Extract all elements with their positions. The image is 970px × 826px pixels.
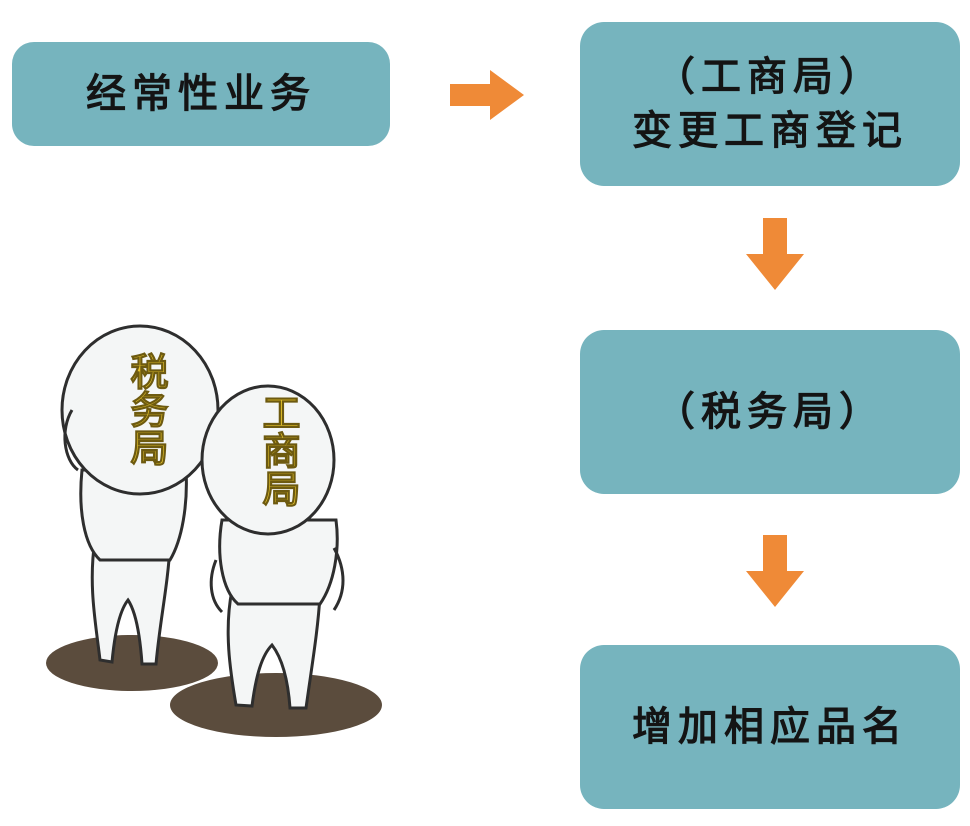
tax-bureau-box: （税务局）: [580, 330, 960, 494]
industry-commerce-title: （工商局）: [655, 54, 885, 100]
tax-bureau-figure: [60, 324, 220, 666]
left-figure-shadow: [46, 635, 218, 691]
arrow-down-icon: [746, 218, 804, 290]
tax-bureau-label: （税务局）: [655, 389, 885, 435]
cartoon-figures: [46, 324, 382, 737]
industry-commerce-box: （工商局） 变更工商登记: [580, 22, 960, 186]
industry-commerce-head-label: 工商局: [256, 393, 301, 508]
tax-bureau-head-label: 税务局: [124, 352, 169, 467]
arrow-down-icon: [746, 535, 804, 607]
add-items-label: 增加相应品名: [632, 704, 908, 750]
daily-business-label: 经常性业务: [86, 71, 316, 117]
add-items-box: 增加相应品名: [580, 645, 960, 809]
daily-business-box: 经常性业务: [12, 42, 390, 146]
arrow-right-icon: [450, 70, 524, 120]
right-figure-shadow: [170, 673, 382, 737]
industry-commerce-figure: [200, 384, 345, 710]
industry-commerce-action: 变更工商登记: [632, 108, 908, 154]
